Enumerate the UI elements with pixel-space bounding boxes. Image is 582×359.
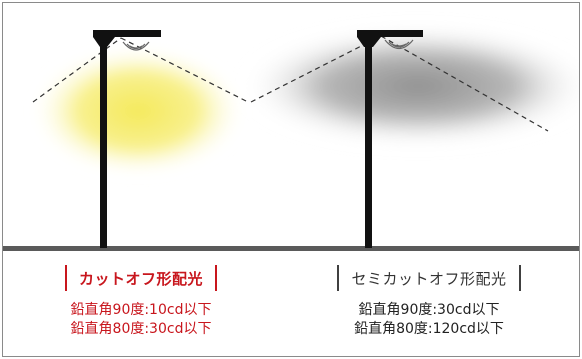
ground-line <box>3 246 579 251</box>
semi-cutoff-specs: 鉛直角90度:30cd以下 鉛直角80度:120cd以下 <box>291 301 567 339</box>
semi-cutoff-title-row: セミカットオフ形配光 <box>291 265 567 291</box>
semi-cutoff-emission-arcs-icon <box>384 39 414 50</box>
cutoff-spec-90: 鉛直角90度:10cd以下 <box>70 302 212 318</box>
streetlight-illustration <box>3 28 579 251</box>
cutoff-light-area <box>30 45 246 177</box>
cutoff-caption: カットオフ形配光 鉛直角90度:10cd以下 鉛直角80度:30cd以下 <box>3 265 279 339</box>
cutoff-streetlight-icon <box>93 30 161 248</box>
cutoff-specs: 鉛直角90度:10cd以下 鉛直角80度:30cd以下 <box>3 301 279 339</box>
semi-cutoff-light-area <box>243 28 579 144</box>
semi-cutoff-streetlight-icon <box>357 30 423 248</box>
semi-cutoff-dashed-boundary <box>250 35 549 132</box>
semi-cutoff-title: セミカットオフ形配光 <box>351 269 507 288</box>
cutoff-title-left-bar <box>64 265 67 291</box>
semi-cutoff-spec-80: 鉛直角80度:120cd以下 <box>354 321 504 337</box>
cutoff-title-right-bar <box>215 265 217 291</box>
cutoff-emission-arcs-icon <box>122 41 150 51</box>
cutoff-spec-80: 鉛直角80度:30cd以下 <box>70 321 212 337</box>
semi-cutoff-spec-90: 鉛直角90度:30cd以下 <box>358 302 500 318</box>
semi-cutoff-title-left-bar <box>337 265 340 291</box>
cutoff-title: カットオフ形配光 <box>78 269 203 288</box>
semi-cutoff-title-right-bar <box>518 265 521 291</box>
cutoff-title-row: カットオフ形配光 <box>3 265 279 291</box>
semi-cutoff-caption: セミカットオフ形配光 鉛直角90度:30cd以下 鉛直角80度:120cd以下 <box>291 265 567 339</box>
